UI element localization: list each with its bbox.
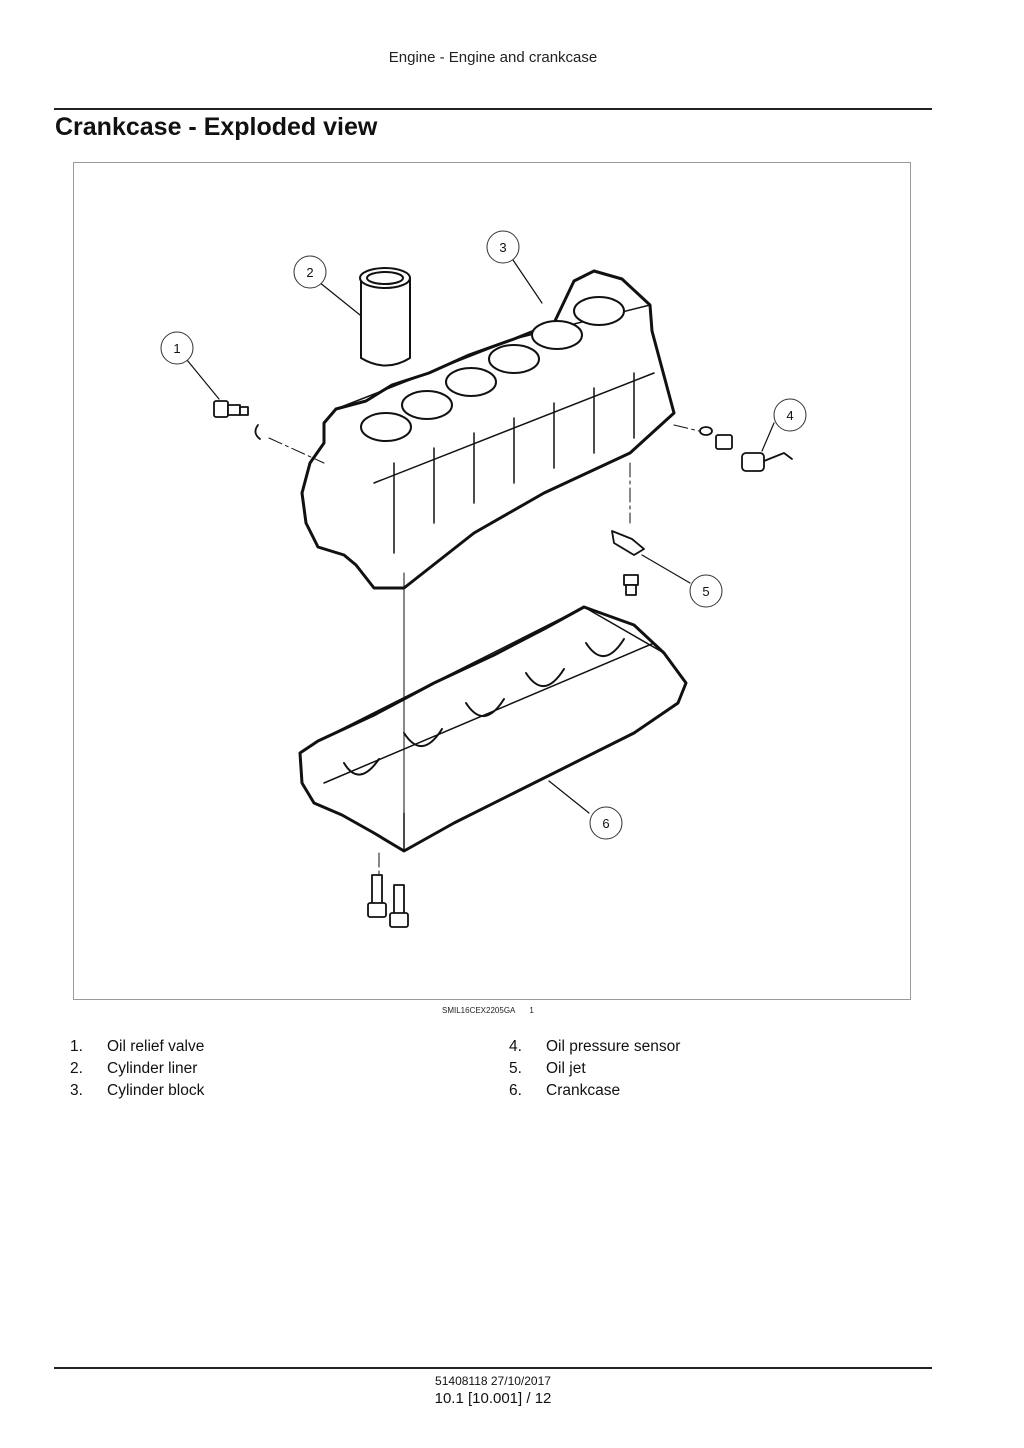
legend-item-number: 6. (509, 1082, 522, 1099)
legend-item-label: Oil relief valve (107, 1038, 205, 1055)
legend-item-number: 5. (509, 1060, 522, 1077)
legend-item: 6. Crankcase (509, 1080, 680, 1102)
running-header: Engine - Engine and crankcase (388, 49, 598, 66)
page-title: Crankcase - Exploded view (55, 113, 378, 141)
oil-relief-valve-drawing (213, 400, 261, 440)
legend-item-number: 2. (70, 1060, 83, 1077)
page-number: 10.1 [10.001] / 12 (434, 1390, 552, 1407)
oil-pressure-sensor-drawing (699, 426, 793, 472)
legend-item: 2. Cylinder liner (70, 1058, 204, 1080)
legend-item-label: Oil pressure sensor (546, 1038, 681, 1055)
oil-jet-drawing (611, 530, 645, 596)
footer-rule (54, 1367, 932, 1369)
legend-item-label: Oil jet (546, 1060, 586, 1077)
legend-column-right: 4. Oil pressure sensor 5. Oil jet 6. Crankc… (509, 1036, 680, 1102)
figure-caption: SMIL16CEX2205GA 1 (442, 1006, 534, 1015)
callout-6: 6 (589, 806, 623, 840)
legend-item-label: Crankcase (546, 1082, 621, 1099)
crankcase-drawing (298, 605, 688, 853)
callout-4: 4 (773, 398, 807, 432)
legend-item: 1. Oil relief valve (70, 1036, 204, 1058)
callout-2-label: 2 (306, 265, 313, 280)
callout-3-label: 3 (499, 240, 506, 255)
callout-4-label: 4 (786, 408, 793, 423)
leader-lines (186, 259, 775, 814)
legend-item-label: Cylinder liner (107, 1060, 198, 1077)
cylinder-bores (360, 296, 625, 442)
legend-column-left: 1. Oil relief valve 2. Cylinder liner 3. Cy… (70, 1036, 204, 1102)
legend-item-number: 3. (70, 1082, 83, 1099)
exploded-view-figure: 1 2 3 4 5 6 (73, 162, 911, 1000)
legend-item: 3. Cylinder block (70, 1080, 204, 1102)
callout-6-label: 6 (602, 816, 609, 831)
figure-image-code: SMIL16CEX2205GA (442, 1006, 516, 1015)
legend-item: 5. Oil jet (509, 1058, 680, 1080)
crankcase-bolts-drawing (367, 874, 409, 928)
callout-2: 2 (293, 255, 327, 289)
legend-item: 4. Oil pressure sensor (509, 1036, 680, 1058)
legend-item-number: 1. (70, 1038, 83, 1055)
callout-3: 3 (486, 230, 520, 264)
figure-number: 1 (529, 1006, 534, 1015)
header-rule (54, 108, 932, 110)
exploded-view-drawing: 1 2 3 4 5 6 (160, 230, 807, 928)
callout-5: 5 (689, 574, 723, 608)
document-reference: 51408118 27/10/2017 (435, 1374, 551, 1388)
cylinder-liner-drawing (359, 267, 411, 367)
callout-1-label: 1 (173, 341, 180, 356)
legend-item-label: Cylinder block (107, 1082, 205, 1099)
callout-1: 1 (160, 331, 194, 365)
legend-item-number: 4. (509, 1038, 522, 1055)
callout-5-label: 5 (702, 584, 709, 599)
